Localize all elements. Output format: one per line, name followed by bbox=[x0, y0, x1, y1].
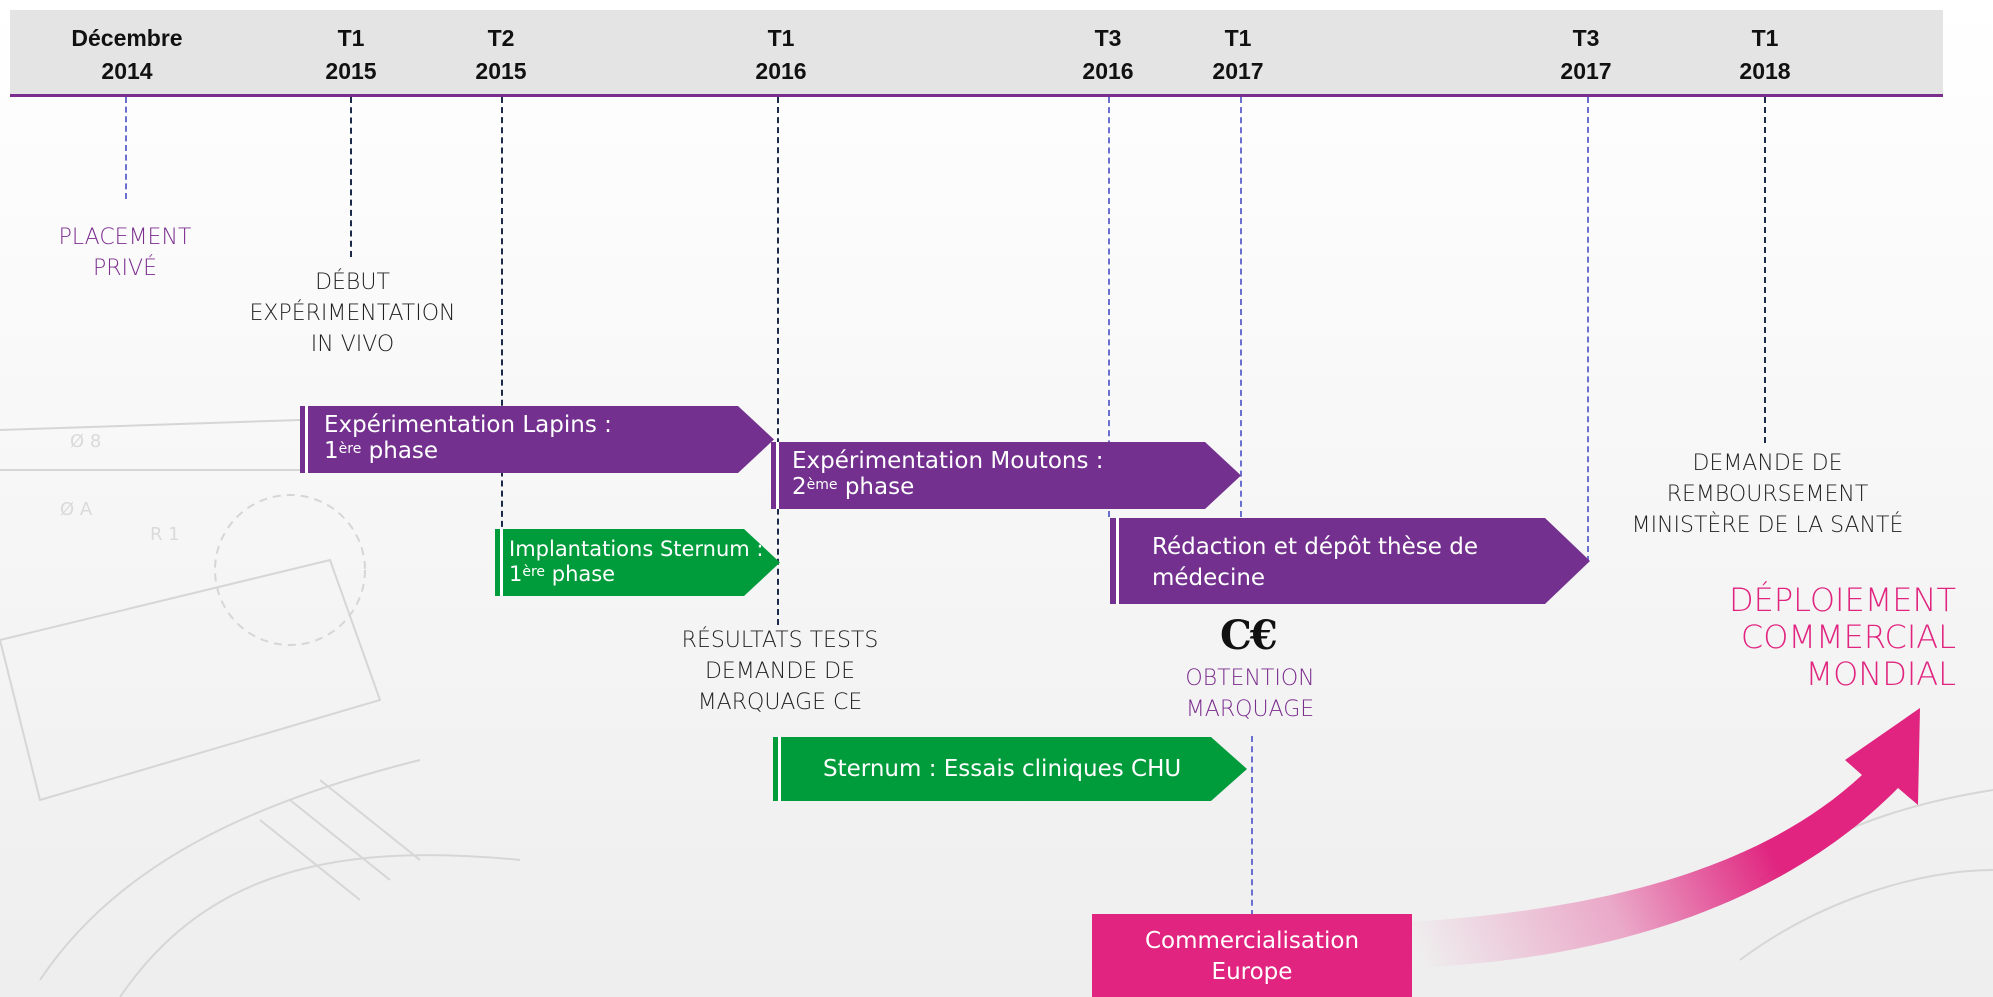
bar-experimentation-lapins: Expérimentation Lapins : 1ère phase bbox=[300, 406, 774, 473]
bar-experimentation-moutons: Expérimentation Moutons : 2ème phase bbox=[771, 442, 1241, 509]
connector-line bbox=[501, 97, 503, 537]
svg-text:Ø A: Ø A bbox=[60, 499, 93, 520]
connector-line bbox=[1587, 97, 1589, 562]
connector-line bbox=[1251, 736, 1253, 916]
connector-line bbox=[1764, 97, 1766, 443]
connector-line bbox=[777, 97, 779, 625]
bar-redaction-these: Rédaction et dépôt thèse de médecine bbox=[1110, 518, 1590, 604]
svg-text:Ø 8: Ø 8 bbox=[70, 431, 101, 452]
bar-implantations-sternum: Implantations Sternum : 1ère phase bbox=[495, 529, 780, 596]
commercialisation-europe-box: Commercialisation Europe bbox=[1092, 914, 1412, 997]
connector-line bbox=[1108, 97, 1110, 517]
connector-line bbox=[1240, 97, 1242, 517]
timeline-header bbox=[10, 10, 1943, 97]
bar-essais-cliniques: Sternum : Essais cliniques CHU bbox=[773, 737, 1247, 801]
svg-text:R 1: R 1 bbox=[150, 524, 180, 545]
connector-line bbox=[350, 97, 352, 257]
connector-line bbox=[125, 97, 127, 199]
ce-mark-icon: C€ bbox=[1220, 612, 1278, 659]
